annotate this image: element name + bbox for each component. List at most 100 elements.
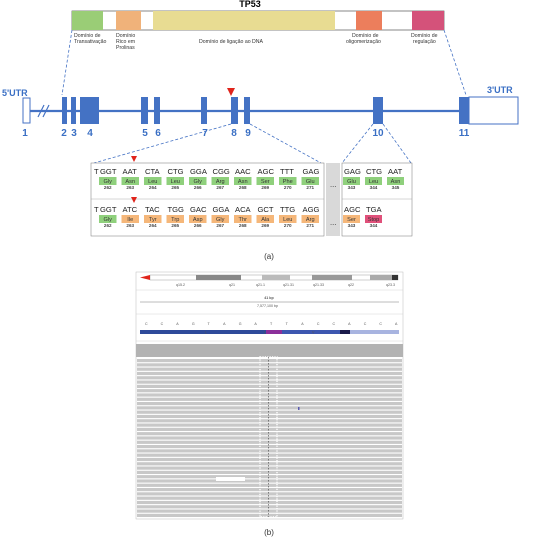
amino-acid-label: Tyr	[149, 217, 157, 223]
svg-text:q21.1: q21.1	[256, 283, 265, 287]
read-row	[137, 513, 402, 517]
reference-base: C	[317, 322, 320, 326]
amino-acid-box	[166, 177, 184, 185]
svg-text:L: L	[264, 331, 266, 335]
amino-acid-box	[387, 177, 404, 185]
codon-text: AGC	[344, 205, 361, 214]
utr-3-box	[468, 96, 519, 125]
reference-base: C	[364, 322, 367, 326]
residue-position: 266	[194, 223, 202, 228]
reference-base: A	[176, 322, 179, 326]
amino-acid-label: Asp	[193, 217, 203, 223]
read-row	[137, 457, 402, 462]
amino-acid-label: Gly	[194, 179, 203, 185]
amino-acid-box	[279, 215, 297, 223]
reference-base: C	[333, 322, 336, 326]
exon-label: 11	[459, 128, 470, 139]
codon-text: CTA	[145, 167, 161, 176]
amino-acid-box	[301, 177, 319, 185]
domain-regulation	[412, 11, 444, 30]
codon-text: AAT	[388, 167, 403, 176]
amino-acid-label: Ala	[261, 217, 270, 223]
exon-label: 3	[71, 128, 77, 139]
residue-position: 271	[306, 185, 314, 190]
svg-text:q21.31: q21.31	[283, 283, 294, 287]
translation-track: L L V	[140, 330, 399, 335]
svg-text:Domínio: Domínio	[116, 33, 135, 39]
read-row	[137, 509, 402, 513]
svg-text:Prolinas: Prolinas	[116, 45, 135, 51]
read-row	[137, 449, 402, 453]
read-row	[137, 389, 402, 393]
residue-position: 344	[370, 223, 378, 228]
read-row	[137, 419, 402, 423]
residue-position: 270	[284, 185, 292, 190]
domain-label-oligomerization: Domínio de oligomerização	[346, 33, 381, 45]
amino-acid-label: Asn	[391, 179, 401, 185]
read-row	[137, 462, 402, 466]
read-row	[137, 475, 402, 479]
read-row	[137, 505, 402, 509]
amino-acid-label: Phe	[283, 179, 293, 185]
read-alignments	[137, 356, 402, 518]
codon-text: TTG	[280, 205, 295, 214]
utr-5-label: 5'UTR	[2, 88, 28, 98]
read-row	[137, 427, 402, 431]
svg-text:q21: q21	[229, 283, 235, 287]
mutation-marker-icon	[227, 88, 235, 96]
amino-acid-box	[99, 215, 117, 223]
amino-acid-label: Thr	[239, 217, 248, 223]
residue-position: 271	[306, 223, 314, 228]
codon-text: CTG	[168, 167, 184, 176]
amino-acid-box	[211, 177, 229, 185]
svg-text:Domínio de: Domínio de	[411, 33, 438, 39]
read-row	[137, 440, 402, 444]
residue-position: 268	[239, 185, 247, 190]
read-row	[137, 380, 402, 384]
ellipsis: ...	[330, 218, 336, 227]
exon-3	[71, 97, 76, 124]
read-row	[137, 423, 402, 427]
zoom-lines	[93, 123, 412, 164]
amino-acid-box	[211, 215, 229, 223]
domain-transactivation	[72, 11, 103, 30]
domain-label-transactivation: Domínio de Transativação	[74, 33, 107, 45]
exon-2	[62, 97, 67, 124]
amino-acid-box	[121, 215, 139, 223]
mutation-marker-icon	[131, 156, 137, 162]
residue-position: 264	[149, 223, 157, 228]
reference-base: G	[192, 322, 195, 326]
reference-base: T	[286, 322, 289, 326]
svg-text:regulação: regulação	[413, 39, 436, 45]
codon-text: ACA	[235, 205, 252, 214]
reference-base: A	[254, 322, 257, 326]
amino-acid-box	[234, 177, 252, 185]
amino-acid-box	[144, 177, 162, 185]
exon-label: 1	[22, 128, 28, 139]
read-row	[137, 436, 402, 440]
domain-label-proline-rich: Domínio Rico em Prolinas	[116, 33, 135, 51]
exon-label: 2	[61, 128, 67, 139]
reference-base: T	[208, 322, 211, 326]
codon-text: CTG	[366, 167, 382, 176]
svg-text:Rico em: Rico em	[116, 39, 135, 45]
residue-position: 262	[104, 223, 112, 228]
read-row	[137, 406, 402, 410]
coordinate-label: 7,577,100 bp	[257, 304, 278, 308]
amino-acid-label: Leu	[171, 179, 180, 185]
amino-acid-label: Leu	[283, 217, 292, 223]
residue-position: 267	[216, 185, 224, 190]
intron-break	[37, 104, 50, 118]
residue-position: 265	[171, 223, 179, 228]
codon-text: AAT	[123, 167, 138, 176]
amino-acid-label: Stop	[368, 217, 380, 223]
amino-acid-label: Gly	[104, 179, 113, 185]
read-row	[137, 359, 402, 363]
codon-text: ATC	[123, 205, 138, 214]
reference-base: G	[239, 322, 242, 326]
residue-position: 264	[149, 185, 157, 190]
codon-text: TTT	[280, 167, 294, 176]
amino-acid-label: Arg	[216, 179, 225, 185]
amino-acid-box	[256, 177, 274, 185]
residue-position: 262	[104, 185, 112, 190]
